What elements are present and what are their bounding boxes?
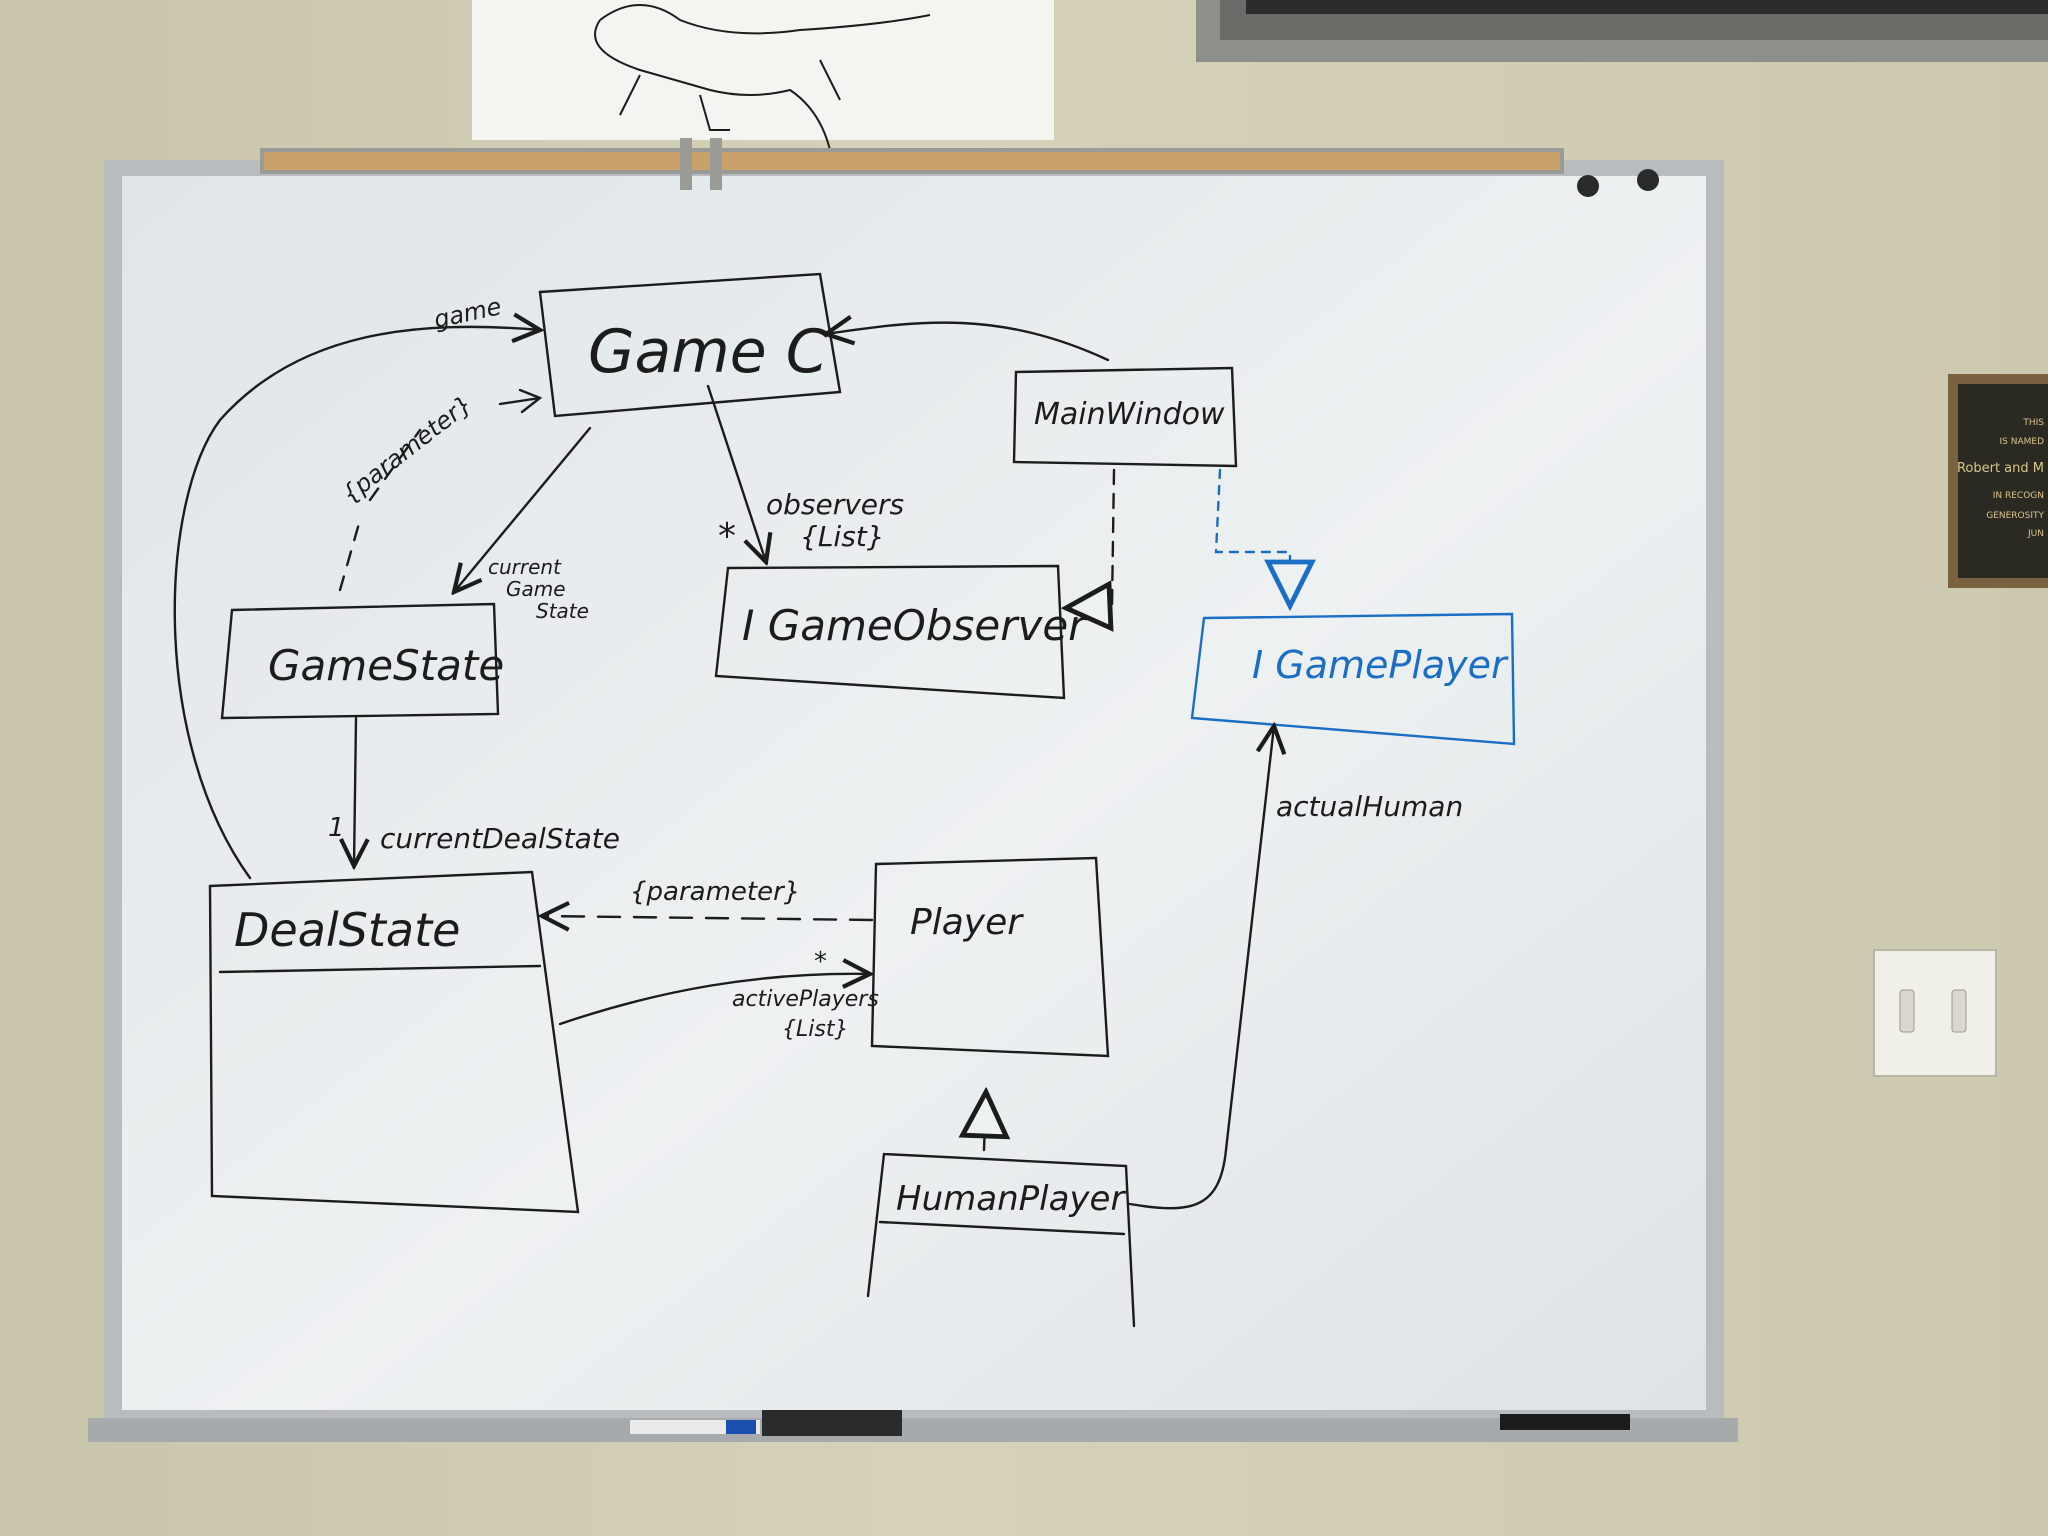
main-window-realizes-player — [1214, 468, 1290, 606]
observers-multiplicity: * — [718, 516, 736, 557]
gamec-class-name: Game C — [588, 317, 828, 387]
current-deal-state-arrow — [354, 716, 356, 866]
main-window-class-name: MainWindow — [1034, 397, 1225, 432]
actual-human-arrow — [1128, 726, 1274, 1210]
generalization-arrow — [984, 1092, 986, 1152]
active-players-list-label: {List} — [782, 1017, 848, 1042]
light-switch-plate — [1873, 949, 1997, 1077]
observers-label: observers — [766, 488, 904, 521]
parameter-arrow — [498, 388, 543, 414]
deal-state-class-name: DealState — [234, 903, 460, 957]
wall-frame — [1196, 0, 2048, 62]
igame-player-class-name: I GamePlayer — [1252, 643, 1509, 687]
plaque-line-3: Robert and M — [1957, 461, 2044, 476]
plaque-line-2: IS NAMED — [2000, 437, 2045, 447]
state-sub-label: State — [536, 599, 589, 623]
igame-observer-box — [714, 564, 1066, 700]
current-deal-state-label: currentDealState — [380, 822, 620, 855]
dragon-sketch-paper — [472, 0, 1054, 151]
observers-list-label: {List} — [800, 520, 885, 553]
whiteboard — [88, 138, 1738, 1442]
parameter-label-2: {parameter} — [630, 877, 800, 907]
player-class-name: Player — [910, 902, 1024, 943]
igame-observer-class-name: I GameObserver — [742, 601, 1088, 650]
human-player-class-name: HumanPlayer — [896, 1179, 1126, 1219]
main-window-box — [1012, 366, 1238, 468]
human-player-box — [866, 1152, 1136, 1328]
current-label: current — [488, 555, 562, 579]
deal-state-divider — [218, 964, 542, 974]
uml-diagram — [173, 272, 1516, 1328]
human-player-divider — [878, 1220, 1126, 1236]
player-parameter-dependency — [542, 916, 874, 920]
plaque-line-1: THIS — [2022, 418, 2044, 428]
game-state-multiplicity: 1 — [328, 813, 345, 843]
active-players-label: activePlayers — [732, 987, 879, 1012]
main-window-to-gamec-arrow — [826, 323, 1110, 362]
current-game-state-arrow — [454, 426, 592, 592]
parameter-dependency-line — [338, 428, 422, 592]
game-association-arc — [173, 327, 540, 880]
active-players-multiplicity: * — [814, 947, 827, 977]
plaque-line-5: GENEROSITY — [1986, 511, 2044, 521]
deal-state-box — [208, 870, 580, 1214]
observers-arrow — [706, 384, 766, 562]
gamec-box — [538, 272, 842, 418]
game-state-box — [220, 602, 500, 720]
wall-plaque: THIS IS NAMED Robert and M IN RECOGN GEN… — [1948, 374, 2048, 588]
game-state-class-name: GameState — [268, 641, 504, 690]
game-sub-label: Game — [506, 577, 566, 601]
actual-human-label: actualHuman — [1276, 790, 1463, 823]
plaque-line-6: JUN — [2027, 529, 2044, 539]
igame-player-box — [1190, 612, 1516, 746]
plaque-line-4: IN RECOGN — [1993, 491, 2044, 501]
active-players-arrow — [558, 974, 870, 1026]
